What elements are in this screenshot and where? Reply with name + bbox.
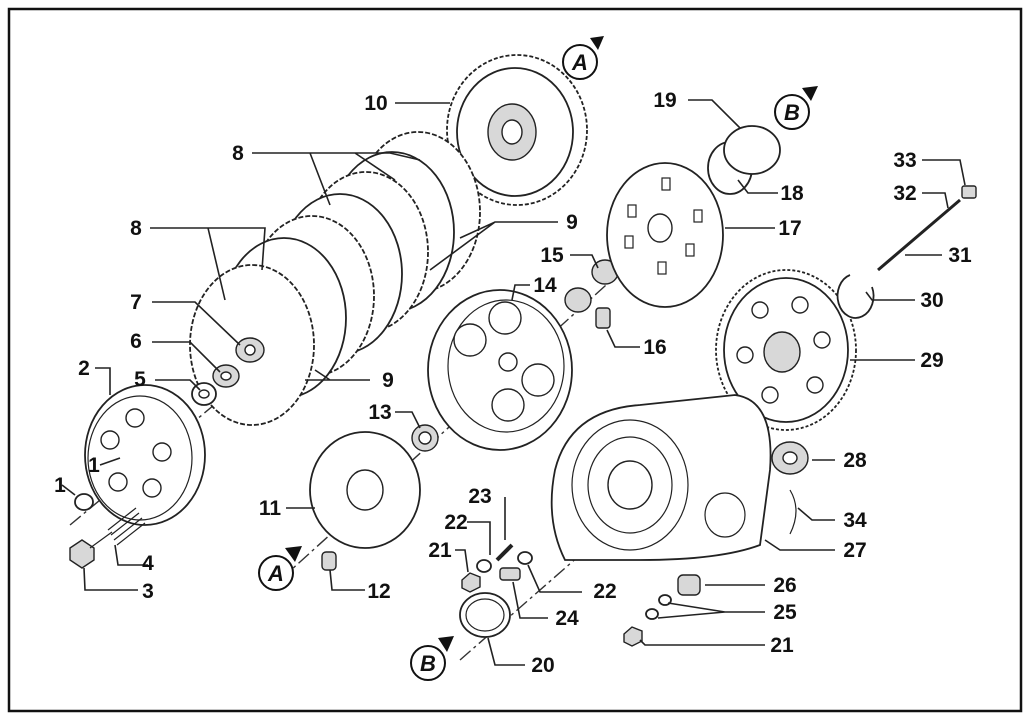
callout-16: 16 [643, 336, 666, 359]
callout-10: 10 [364, 92, 387, 115]
part-25-washers [645, 594, 672, 620]
svg-text:A: A [571, 50, 588, 75]
callout-3: 3 [142, 580, 154, 603]
part-12-pin [321, 551, 337, 571]
part-3-bolt [69, 531, 113, 569]
callout-21-b: 21 [770, 634, 794, 657]
callout-25: 25 [773, 601, 797, 624]
part-14-clutch-basket [427, 289, 573, 451]
callout-12: 12 [367, 580, 390, 603]
part-20-seal [459, 592, 511, 638]
svg-text:B: B [784, 100, 800, 125]
callout-33: 33 [893, 149, 916, 172]
callout-30: 30 [920, 289, 943, 312]
callout-20: 20 [531, 654, 554, 677]
callout-14: 14 [533, 274, 557, 297]
part-16-key [595, 307, 611, 329]
callout-28: 28 [843, 449, 867, 472]
callout-15: 15 [540, 244, 564, 267]
part-26-sleeve [677, 574, 701, 596]
callout-26: 26 [773, 574, 796, 597]
callout-19: 19 [653, 89, 676, 112]
callout-5: 5 [134, 368, 146, 391]
part-17-plate [606, 162, 724, 308]
callout-34: 34 [843, 509, 867, 532]
callout-8-a: 8 [232, 142, 244, 165]
part-33-bolt [961, 185, 977, 199]
part-27-cover [550, 394, 772, 561]
callout-18: 18 [780, 182, 804, 205]
badge-b-bottom: B [410, 636, 454, 681]
part-28-bearing [771, 441, 809, 475]
part-29-gear [715, 269, 857, 431]
callout-11: 11 [259, 497, 282, 520]
part-7-bearing [235, 337, 265, 363]
svg-text:B: B [420, 651, 436, 676]
part-31-rod [877, 198, 961, 272]
part-34-gasket [789, 489, 797, 535]
callout-21-a: 21 [428, 539, 452, 562]
callout-23: 23 [468, 485, 491, 508]
part-11-disc [309, 431, 421, 549]
part-2-pressure-plate [84, 384, 206, 526]
callout-24: 24 [555, 607, 579, 630]
callout-9-a: 9 [566, 211, 578, 234]
part-10-clutch-drum [446, 54, 588, 206]
callout-1-a: 1 [54, 474, 66, 497]
callout-22-b: 22 [593, 580, 616, 603]
callout-1-b: 1 [88, 454, 100, 477]
callout-2: 2 [78, 357, 90, 380]
callout-31: 31 [948, 244, 972, 267]
part-23-stud [495, 543, 514, 562]
callout-6: 6 [130, 330, 142, 353]
part-13-bush [411, 424, 439, 452]
callout-numbers: 1 1 2 3 4 5 6 7 8 8 9 9 10 11 12 13 14 1… [54, 89, 972, 677]
callout-17: 17 [778, 217, 801, 240]
callout-9-b: 9 [382, 369, 394, 392]
callout-32: 32 [893, 182, 916, 205]
part-22-washer [476, 551, 533, 573]
badge-a-bottom: A [258, 546, 302, 591]
part-4-spring [107, 507, 146, 546]
leader-lines [61, 99, 966, 666]
part-1-washer [74, 493, 94, 511]
callout-8-b: 8 [130, 217, 142, 240]
badge-b-top: B [774, 86, 818, 130]
svg-text:A: A [267, 561, 284, 586]
part-30-circlip [836, 274, 875, 319]
callout-27: 27 [843, 539, 866, 562]
part-24-bolt [499, 567, 521, 581]
callout-29: 29 [920, 349, 943, 372]
callout-22-a: 22 [444, 511, 467, 534]
callout-4: 4 [142, 552, 154, 575]
part-19-ring [723, 125, 781, 175]
badge-a-top: A [562, 36, 604, 80]
callout-7: 7 [130, 291, 142, 314]
callout-13: 13 [368, 401, 391, 424]
